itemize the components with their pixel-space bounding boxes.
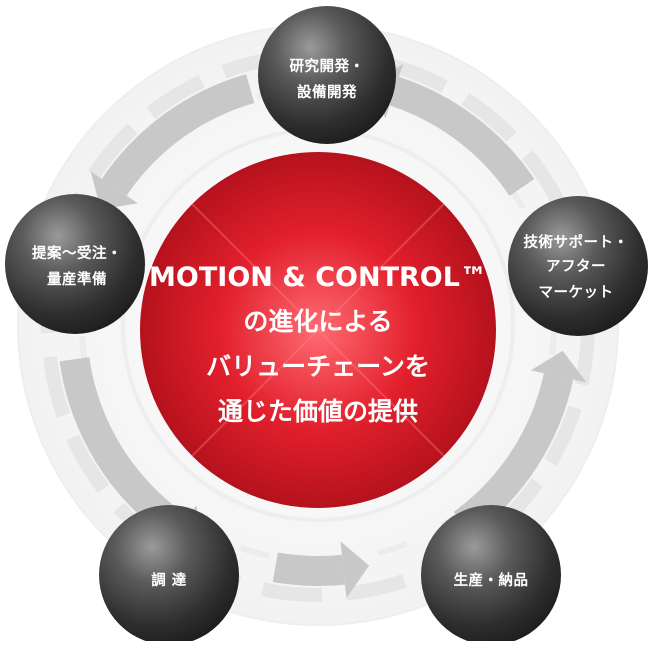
arrow-production-to-support-head [530, 350, 587, 383]
arrow-procurement-to-production-body [272, 552, 346, 587]
node-proposal: 提案〜受注・ 量産準備 [5, 194, 145, 334]
arrow-rd-to-proposal-body [101, 74, 255, 196]
node-rd: 研究開発・ 設備開発 [258, 6, 396, 144]
node-production-line-1: 生産・納品 [454, 571, 529, 589]
node-support-line-3: マーケット [539, 284, 614, 301]
node-procurement-line-1: 調 達 [151, 571, 187, 589]
node-proposal-line-1: 提案〜受注・ [32, 244, 122, 262]
node-proposal-line-2: 量産準備 [47, 270, 107, 288]
center-line-1: MOTION & CONTROL™ [149, 262, 487, 293]
center-line-3: バリューチェーンを [206, 352, 430, 381]
arrow-support-to-rd-body [389, 76, 535, 196]
center-line-4: 通じた価値の提供 [218, 397, 418, 426]
node-support-line-1: 技術サポート・ [524, 233, 629, 251]
node-rd-line-1: 研究開発・ [290, 57, 365, 75]
arrow-production-to-support-body [453, 373, 574, 537]
center-line-2: の進化による [243, 307, 392, 336]
cycle-arrows [59, 64, 587, 599]
arrow-procurement-to-production-head [340, 541, 370, 599]
arrow-proposal-to-procurement-body [59, 357, 189, 542]
center-circle: MOTION & CONTROL™ の進化による バリューチェーンを 通じた価値… [140, 152, 496, 508]
node-production: 生産・納品 [421, 505, 561, 645]
node-support-line-2: アフター [546, 258, 606, 275]
node-procurement: 調 達 [99, 505, 239, 645]
node-rd-line-2: 設備開発 [297, 83, 357, 101]
node-support: 技術サポート・ アフター マーケット [508, 196, 648, 336]
